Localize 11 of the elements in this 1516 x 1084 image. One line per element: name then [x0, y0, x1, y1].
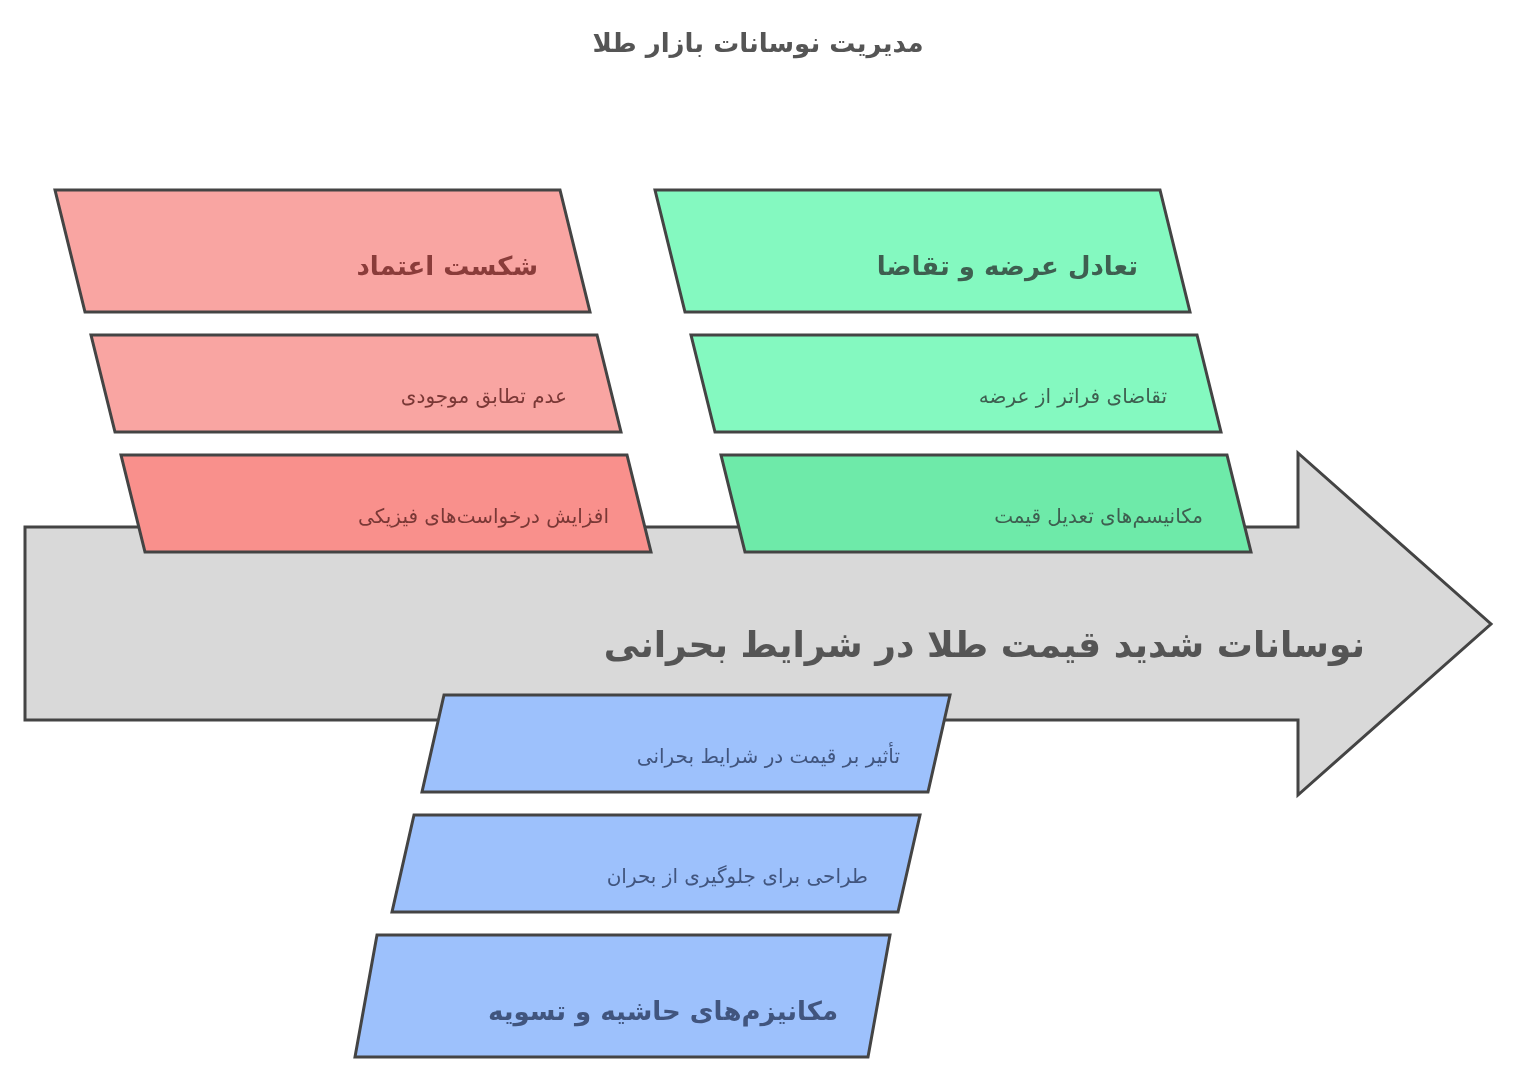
- box-label: تأثیر بر قیمت در شرایط بحرانی: [636, 743, 900, 768]
- box-label: عدم تطابق موجودی: [400, 383, 567, 408]
- box-label: مکانیسم‌های تعدیل قیمت: [994, 503, 1203, 528]
- box-label: افزایش درخواست‌های فیزیکی: [358, 503, 609, 528]
- box-label: تعادل عرضه و تقاضا: [876, 251, 1138, 281]
- box-label: مکانیزم‌های حاشیه و تسویه: [487, 996, 838, 1026]
- box-label: طراحی برای جلوگیری از بحران: [606, 863, 868, 888]
- diagram-title: مدیریت نوسانات بازار طلا: [591, 28, 925, 58]
- banner-label: نوسانات شدید قیمت طلا در شرایط بحرانی: [603, 624, 1365, 665]
- box-label: شکست اعتماد: [356, 251, 538, 281]
- box-label: تقاضای فراتر از عرضه: [978, 383, 1167, 408]
